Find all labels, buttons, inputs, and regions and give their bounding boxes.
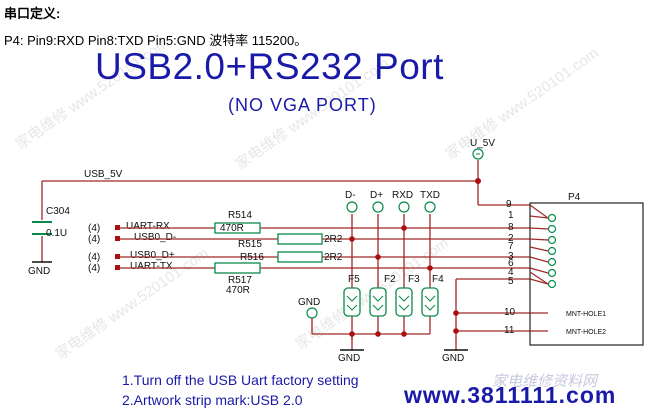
gnd-bottom-label: GND [442, 353, 464, 364]
testpoint-label: D+ [370, 190, 383, 201]
pin-definition-line: P4: Pin9:RXD Pin8:TXD Pin5:GND 波特率 11520… [4, 33, 308, 48]
connector-pin-numbers: 9 1 8 2 7 3 6 4 5 10 11 [504, 199, 516, 336]
gnd-bottom-label: GND [338, 353, 360, 364]
ferrite-f4 [421, 287, 439, 317]
ferrite-label: F5 [348, 274, 360, 285]
r515-value: 2R2 [324, 234, 343, 245]
r514-ref: R514 [228, 210, 252, 221]
connector-p4 [529, 202, 644, 346]
r517-value: 470R [226, 285, 250, 296]
ferrite-f2 [369, 287, 387, 317]
testpoint-rxd [398, 201, 410, 213]
pin-number: 5 [508, 276, 514, 287]
testpoint-gnd [306, 307, 318, 319]
net-refnum: (4) [88, 223, 100, 234]
testpoint-txd [424, 201, 436, 213]
resistor-r515 [277, 233, 323, 245]
testpoint-label: TXD [420, 190, 440, 201]
net-label-usb0-dm: USB0_D- [134, 232, 176, 243]
pin-number: 8 [508, 222, 514, 233]
header-title: 串口定义: [4, 6, 61, 21]
net-refnum: (4) [88, 263, 100, 274]
mount-hole-1-label: MNT-HOLE1 [566, 311, 606, 318]
pin-number: 3 [508, 251, 514, 262]
pin-number: 1 [508, 210, 514, 221]
testpoint-d-plus [372, 201, 384, 213]
resistor-r517 [214, 262, 261, 274]
u5v-testpoint [472, 148, 484, 160]
r515-ref: R515 [238, 239, 262, 250]
testpoint-d-minus [346, 201, 358, 213]
net-label-uart-tx: UART-TX [130, 261, 173, 272]
net-label-usb0-dp: USB0_D+ [130, 250, 175, 261]
note-line: 1.Turn off the USB Uart factory setting [122, 372, 359, 388]
pin-number: 4 [508, 267, 514, 278]
u5v-label: U_5V [470, 138, 495, 149]
r516-value: 2R2 [324, 252, 343, 263]
r516-ref: R516 [240, 252, 264, 263]
capacitor-c304 [32, 221, 52, 235]
ferrite-label: F3 [408, 274, 420, 285]
junction-nodes [349, 225, 459, 337]
capacitor-value: 0.1U [46, 228, 67, 239]
pin-number: 11 [504, 325, 515, 336]
resistor-r514 [214, 222, 261, 234]
gnd-left-label: GND [28, 266, 50, 277]
gnd-testpoint-label: GND [298, 297, 320, 308]
ferrite-label: F4 [432, 274, 444, 285]
connector-ref: P4 [568, 192, 581, 203]
ferrite-label: F2 [384, 274, 396, 285]
usb5v-label: USB_5V [84, 169, 123, 180]
ferrite-marks [346, 295, 436, 311]
diagram-subtitle: (NO VGA PORT) [228, 95, 377, 115]
watermark-text: 家电维修 www.520101.com [443, 45, 602, 164]
testpoints [306, 201, 436, 319]
watermark-site-url: www.3811111.com [404, 382, 617, 408]
pin-number: 9 [506, 199, 512, 210]
ferrite-f3 [395, 287, 413, 317]
testpoint-label: RXD [392, 190, 413, 201]
testpoint-label: D- [345, 190, 356, 201]
resistor-r516 [277, 251, 323, 263]
net-ports [115, 225, 120, 270]
pin-number: 2 [508, 233, 514, 244]
junction-node [475, 178, 481, 184]
pin-number: 6 [508, 258, 514, 269]
signal-wires [120, 214, 530, 350]
r514-value: 470R [220, 223, 244, 234]
resistor-bodies [214, 222, 323, 274]
connector-pin-lines [529, 204, 549, 332]
net-label-uart-rx: UART-RX [126, 221, 170, 232]
connector-pin-circles [547, 213, 557, 289]
net-refnum: (4) [88, 234, 100, 245]
mount-hole-2-label: MNT-HOLE2 [566, 329, 606, 336]
ferrite-beads [343, 287, 439, 317]
pin-number: 7 [508, 241, 514, 252]
pin-number: 10 [504, 307, 516, 318]
diagram-title: USB2.0+RS232 Port [95, 46, 444, 87]
watermark-site-name: 家电维修资料网 [492, 373, 598, 390]
r517-ref: R517 [228, 275, 252, 286]
net-refnum: (4) [88, 252, 100, 263]
note-line: 2.Artwork strip mark:USB 2.0 [122, 392, 303, 408]
capacitor-ref: C304 [46, 206, 70, 217]
ferrite-f5 [343, 287, 361, 317]
